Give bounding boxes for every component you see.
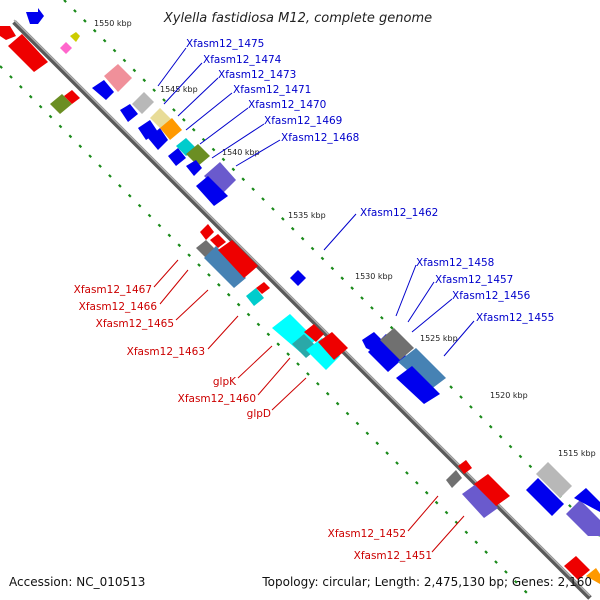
gene-arrow	[396, 366, 440, 404]
map-title: Xylella fastidiosa M12, complete genome	[163, 11, 432, 26]
gene-arrow	[186, 144, 210, 166]
gene-label: Xfasm12_1467	[74, 284, 152, 296]
gene-arrow	[0, 26, 16, 40]
gene-label: Xfasm12_1463	[127, 346, 205, 358]
gene-arrow	[380, 328, 414, 360]
gene-label: Xfasm12_1456	[452, 290, 531, 302]
gene-label: Xfasm12_1471	[233, 84, 311, 96]
gene-label: Xfasm12_1473	[218, 69, 296, 81]
gene-label: Xfasm12_1451	[354, 550, 432, 562]
gene-arrow	[168, 148, 186, 166]
gene-label: Xfasm12_1475	[186, 38, 264, 50]
tick-label: 1520 kbp	[490, 391, 528, 400]
gene-label: Xfasm12_1457	[435, 274, 513, 286]
gene-arrow	[200, 224, 214, 240]
gene-label: Xfasm12_1465	[96, 318, 174, 330]
gene-arrow	[304, 324, 324, 342]
gene-arrow	[210, 234, 226, 248]
gene-arrow	[70, 32, 80, 42]
gene-arrow	[120, 104, 138, 122]
tick-track-outer	[63, 0, 600, 537]
gene-arrow	[398, 348, 446, 390]
gene-arrow	[160, 118, 182, 140]
tick-label: 1535 kbp	[288, 211, 326, 220]
gene-arrow	[566, 500, 600, 536]
gene-arrow	[318, 332, 348, 360]
gene-arrow	[148, 128, 168, 150]
gene-arrow	[536, 462, 572, 498]
gene-arrow	[204, 162, 236, 194]
tick-label: 1550 kbp	[94, 19, 132, 28]
gene-label: Xfasm12_1470	[248, 99, 326, 111]
gene-arrow	[60, 42, 72, 54]
label-leaders-forward	[157, 47, 475, 357]
tick-label: 1540 kbp	[222, 148, 260, 157]
gene-arrow	[186, 160, 202, 176]
gene-label: Xfasm12_1455	[476, 312, 554, 324]
tick-label: 1545 kbp	[160, 85, 198, 94]
gene-arrow	[26, 8, 44, 24]
gene-arrow	[474, 474, 510, 506]
gene-arrow	[290, 270, 306, 286]
gene-arrow	[462, 484, 498, 518]
reverse-genes	[0, 26, 600, 584]
tick-label: 1515 kbp	[558, 449, 596, 458]
label-leaders-reverse	[153, 259, 465, 553]
gene-arrow	[586, 568, 600, 584]
gene-label: Xfasm12_1474	[203, 54, 282, 66]
gene-label: Xfasm12_1466	[79, 301, 158, 313]
gene-arrow	[64, 90, 80, 104]
topology-text: Topology: circular; Length: 2,475,130 bp…	[261, 575, 592, 589]
gene-label: Xfasm12_1458	[416, 257, 494, 269]
gene-arrow	[132, 92, 154, 114]
gene-arrow	[526, 478, 564, 516]
gene-label: glpK	[213, 376, 237, 388]
gene-label: Xfasm12_1462	[360, 207, 438, 219]
gene-label: Xfasm12_1460	[178, 393, 256, 405]
gene-arrow	[8, 34, 48, 72]
tick-labels: 1550 kbp 1545 kbp 1540 kbp 1535 kbp 1530…	[94, 19, 596, 458]
gene-arrow	[306, 338, 340, 370]
gene-arrow	[218, 240, 258, 278]
gene-arrow	[368, 334, 406, 372]
gene-label: Xfasm12_1452	[328, 528, 406, 540]
gene-label: Xfasm12_1468	[281, 132, 359, 144]
gene-arrow	[574, 488, 600, 512]
gene-arrow	[446, 470, 462, 488]
forward-labels: Xfasm12_1475 Xfasm12_1474 Xfasm12_1473 X…	[186, 38, 554, 324]
gene-label: Xfasm12_1469	[264, 115, 342, 127]
gene-arrow	[196, 176, 228, 206]
gene-arrow	[458, 460, 472, 474]
reverse-labels: Xfasm12_1467 Xfasm12_1466 Xfasm12_1465 X…	[74, 284, 432, 562]
accession-text: Accession: NC_010513	[9, 575, 145, 589]
gene-arrow	[256, 282, 270, 294]
gene-arrow	[204, 246, 246, 288]
tick-track-inner	[0, 65, 535, 600]
gene-arrow	[246, 288, 264, 306]
tick-label: 1530 kbp	[355, 272, 393, 281]
gene-label: glpD	[247, 408, 271, 420]
gene-arrow	[104, 64, 132, 92]
gene-arrow	[92, 80, 114, 100]
forward-genes	[26, 8, 600, 536]
tick-label: 1525 kbp	[420, 334, 458, 343]
gene-arrow	[564, 556, 590, 580]
gene-arrow	[50, 94, 72, 114]
